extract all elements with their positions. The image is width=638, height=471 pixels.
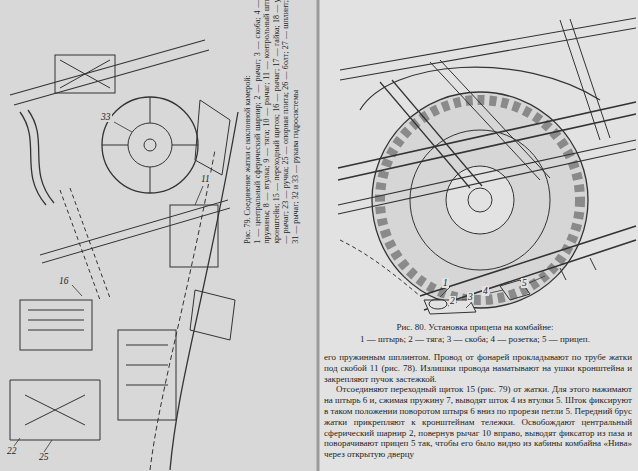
header-assembly-drawing — [10, 380, 100, 440]
callout-number: 2 — [449, 296, 456, 306]
header-assembly-drawing — [150, 150, 215, 470]
callout-number: 25 — [38, 452, 50, 462]
combine-wheel-drawing — [560, 258, 596, 280]
callout-number: 4 — [482, 286, 489, 296]
leader-line — [440, 276, 545, 308]
header-assembly-drawing — [40, 200, 230, 263]
combine-wheel-drawing — [338, 140, 636, 214]
combine-wheel-drawing — [338, 18, 636, 314]
figure-caption: Рис. 80. Установка прицепа на комбайне: — [325, 322, 625, 333]
leader-line — [490, 290, 503, 293]
body-paragraph: его пружинным шплинтом. Провод от фонаре… — [324, 352, 632, 384]
callout-number: 3 — [467, 292, 474, 302]
header-assembly-drawing — [25, 395, 85, 425]
combine-wheel-drawing — [430, 60, 550, 180]
combine-wheel-drawing — [380, 80, 482, 188]
header-assembly-drawing — [126, 345, 168, 385]
header-assembly-drawing — [20, 110, 54, 205]
header-assembly-drawing — [20, 300, 92, 350]
header-assembly-drawing — [144, 139, 156, 151]
header-assembly-drawing — [10, 40, 209, 105]
combine-wheel-drawing — [446, 166, 514, 234]
header-assembly-drawing — [102, 97, 198, 193]
callout-number: 5 — [521, 278, 528, 288]
combine-wheel-drawing — [420, 226, 636, 310]
combine-wheel-drawing — [410, 130, 550, 270]
combine-wheel-drawing — [560, 19, 610, 140]
callout-number: 16 — [58, 276, 70, 286]
rotated-caption-block: Рис. 79. Соединение жатки с наклонной ка… — [243, 0, 301, 244]
leader-line — [44, 440, 52, 452]
header-assembly-drawing — [128, 123, 172, 167]
header-assembly-drawing — [102, 97, 198, 193]
combine-wheel-drawing — [340, 18, 636, 80]
combine-wheel-drawing — [429, 299, 447, 309]
callout-number: 22 — [6, 446, 18, 456]
callout-number: 33 — [100, 112, 112, 122]
combine-wheel-drawing — [340, 240, 420, 296]
leader-line — [195, 186, 203, 205]
combine-wheel-drawing — [380, 100, 580, 300]
callout-number: 1 — [442, 278, 449, 288]
header-assembly-drawing — [190, 290, 235, 340]
leader-line — [466, 303, 471, 308]
leader-line — [114, 122, 132, 132]
callout-number: 11 — [200, 174, 211, 184]
header-assembly-drawing — [170, 205, 218, 267]
header-assembly-drawing — [170, 112, 238, 470]
caption-legend: 1 — штырь; 2 — тяга; 3 — скоба; 4 — розе… — [325, 334, 625, 345]
body-paragraph: Отсоединяют переходный щиток 15 (рис. 79… — [324, 384, 632, 460]
leader-line — [529, 276, 545, 283]
header-assembly-drawing — [28, 310, 84, 330]
body-text: его пружинным шплинтом. Провод от фонаре… — [324, 352, 632, 460]
leader-line — [14, 438, 20, 446]
leader-line — [72, 285, 82, 296]
book-gutter — [317, 0, 320, 471]
header-assembly-drawing — [10, 40, 238, 470]
caption-legend: 1 — центральный сферический шарнир; 2 — … — [253, 0, 301, 244]
combine-wheel-drawing — [468, 188, 492, 212]
figure-caption: Рис. 79. Соединение жатки с наклонной ка… — [243, 0, 253, 244]
leader-line — [14, 122, 203, 452]
right-page — [318, 0, 638, 471]
